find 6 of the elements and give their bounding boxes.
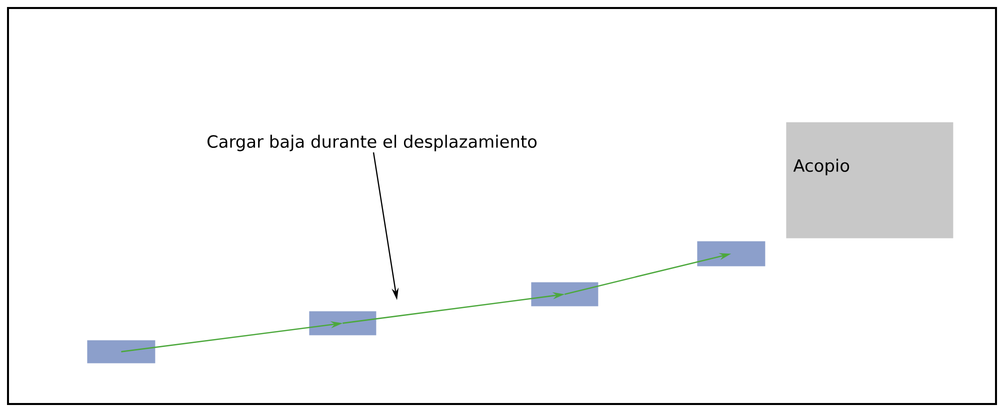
load-box — [531, 282, 598, 306]
load-box — [309, 311, 376, 336]
load-box — [87, 340, 156, 364]
annotation-text: Cargar baja durante el desplazamiento — [208, 134, 537, 152]
storage-area: Acopio — [786, 122, 954, 238]
load-box — [697, 241, 766, 266]
